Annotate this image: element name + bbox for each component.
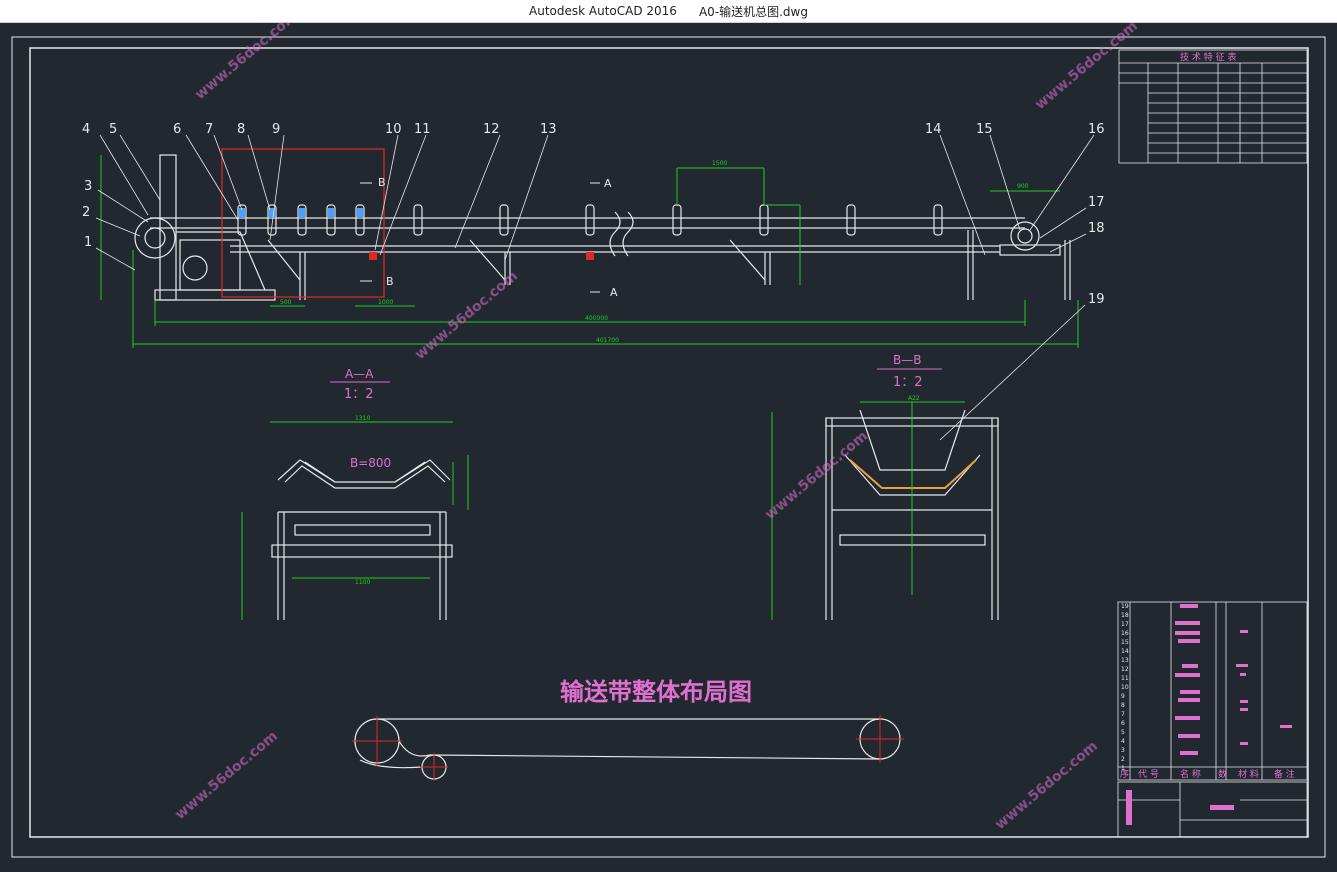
- callout-8: 8: [237, 122, 245, 137]
- svg-text:代 号: 代 号: [1138, 769, 1159, 780]
- callout-10: 10: [385, 122, 402, 137]
- section-a-bottom: A: [610, 286, 618, 299]
- svg-text:数: 数: [1218, 768, 1227, 780]
- bb-top-dim: A22: [908, 395, 920, 402]
- idler-highlights: [239, 208, 363, 218]
- svg-text:序: 序: [1120, 768, 1129, 780]
- svg-text:备 注: 备 注: [1274, 768, 1295, 780]
- dim-d3: 1500: [712, 160, 727, 167]
- svg-text:www.56doc.com: www.56doc.com: [192, 22, 301, 103]
- svg-text:3: 3: [1121, 747, 1125, 754]
- svg-text:名 称: 名 称: [1180, 768, 1201, 780]
- svg-text:16: 16: [1121, 630, 1129, 637]
- idler-sets: [237, 204, 943, 236]
- svg-text:4: 4: [1121, 738, 1125, 745]
- svg-text:www.56doc.com: www.56doc.com: [762, 428, 871, 523]
- svg-text:8: 8: [1121, 702, 1125, 709]
- watermarks: www.56doc.com www.56doc.com www.56doc.co…: [172, 8, 1141, 833]
- belt-layout-diagram: [354, 718, 901, 780]
- callout-11: 11: [414, 122, 431, 137]
- callout-9: 9: [272, 122, 280, 137]
- callout-2: 2: [82, 205, 90, 220]
- sheet-inner-border: [29, 47, 1309, 838]
- svg-text:5: 5: [1121, 729, 1125, 736]
- bom-row-numbers: 19 18 17 16 15 14 13 12 11 10 9 8 7 6 5 …: [1121, 603, 1129, 772]
- app-name: Autodesk AutoCAD 2016: [529, 4, 677, 18]
- svg-text:13: 13: [1121, 657, 1129, 664]
- dim-d2: 500: [280, 299, 292, 306]
- callout-19: 19: [1088, 292, 1105, 307]
- technical-features-table: [1118, 49, 1308, 164]
- dim-total-outer: 401700: [596, 337, 619, 344]
- bom-header: 序 代 号 名 称 数 材 料 备 注: [1120, 768, 1295, 780]
- callout-7: 7: [205, 122, 213, 137]
- callout-3: 3: [84, 179, 92, 194]
- dimension-texts: 400000 401700 1000 500 1500 900: [280, 160, 1029, 344]
- window-title-bar: Autodesk AutoCAD 2016 A0-输送机总图.dwg: [0, 0, 1337, 23]
- svg-text:12: 12: [1121, 666, 1129, 673]
- svg-text:9: 9: [1121, 693, 1125, 700]
- bb-title: B—B: [893, 353, 921, 367]
- svg-text:www.56doc.com: www.56doc.com: [172, 728, 281, 823]
- layout-centerlines: [352, 715, 904, 781]
- callout-5: 5: [109, 122, 117, 137]
- svg-text:6: 6: [1121, 720, 1125, 727]
- aa-belt-width: B=800: [350, 456, 391, 470]
- dim-d4: 900: [1017, 183, 1029, 190]
- dim-total-inner: 400000: [585, 315, 608, 322]
- svg-text:材 料: 材 料: [1238, 768, 1259, 780]
- svg-text:7: 7: [1121, 711, 1125, 718]
- aa-scale: 1：2: [344, 387, 374, 402]
- callout-14: 14: [925, 122, 942, 137]
- svg-text:www.56doc.com: www.56doc.com: [412, 268, 521, 363]
- section-a-top: A: [604, 177, 612, 190]
- section-aa-view: A—A 1：2 1310 1100 B=800: [241, 367, 469, 620]
- svg-text:11: 11: [1121, 675, 1129, 682]
- svg-text:2: 2: [1121, 756, 1125, 763]
- main-elevation-view: [134, 154, 1071, 301]
- callout-13: 13: [540, 122, 557, 137]
- svg-text:18: 18: [1121, 612, 1129, 619]
- callout-16: 16: [1088, 122, 1105, 137]
- svg-text:17: 17: [1121, 621, 1129, 628]
- idler-red-markers: [369, 252, 594, 260]
- callout-12: 12: [483, 122, 500, 137]
- sheet-outer-border: [11, 36, 1326, 858]
- aa-width-dim: 1310: [355, 415, 370, 422]
- svg-text:10: 10: [1121, 684, 1129, 691]
- layout-title: 输送带整体布局图: [560, 678, 752, 706]
- svg-text:1: 1: [1121, 765, 1125, 772]
- callout-6: 6: [173, 122, 181, 137]
- section-markers: A A B B: [360, 176, 618, 299]
- bill-of-materials-table: [1117, 601, 1308, 838]
- bb-scale: 1：2: [893, 375, 923, 390]
- section-b-bottom: B: [386, 275, 394, 288]
- svg-text:19: 19: [1121, 603, 1129, 610]
- dim-d1: 1000: [378, 299, 393, 306]
- callout-leaders: [95, 134, 1095, 441]
- svg-text:15: 15: [1121, 639, 1129, 646]
- tech-table-title: 技 术 特 征 表: [1180, 51, 1236, 63]
- callout-15: 15: [976, 122, 993, 137]
- callout-numbers: 1 2 3 4 5 6 7 8 9 10 11 12 13 14 15 16 1…: [82, 122, 1105, 307]
- drawing-canvas[interactable]: 400000 401700 1000 500 1500 900 1 2 3 4 …: [0, 8, 1337, 868]
- file-name: A0-输送机总图.dwg: [698, 4, 808, 19]
- bom-magenta-fills: [1126, 604, 1292, 825]
- detail-region-box: [221, 148, 385, 298]
- callout-4: 4: [82, 122, 90, 137]
- section-b-top: B: [378, 176, 386, 189]
- aa-bottom-dim: 1100: [355, 579, 370, 586]
- callout-17: 17: [1088, 195, 1105, 210]
- section-bb-view: B—B 1：2 A22: [771, 353, 999, 620]
- callout-1: 1: [84, 235, 92, 250]
- svg-text:www.56doc.com: www.56doc.com: [1032, 22, 1141, 113]
- callout-18: 18: [1088, 221, 1105, 236]
- svg-text:www.56doc.com: www.56doc.com: [992, 738, 1101, 833]
- aa-title: A—A: [345, 367, 374, 381]
- dimension-lines: [100, 155, 1079, 348]
- svg-text:14: 14: [1121, 648, 1129, 655]
